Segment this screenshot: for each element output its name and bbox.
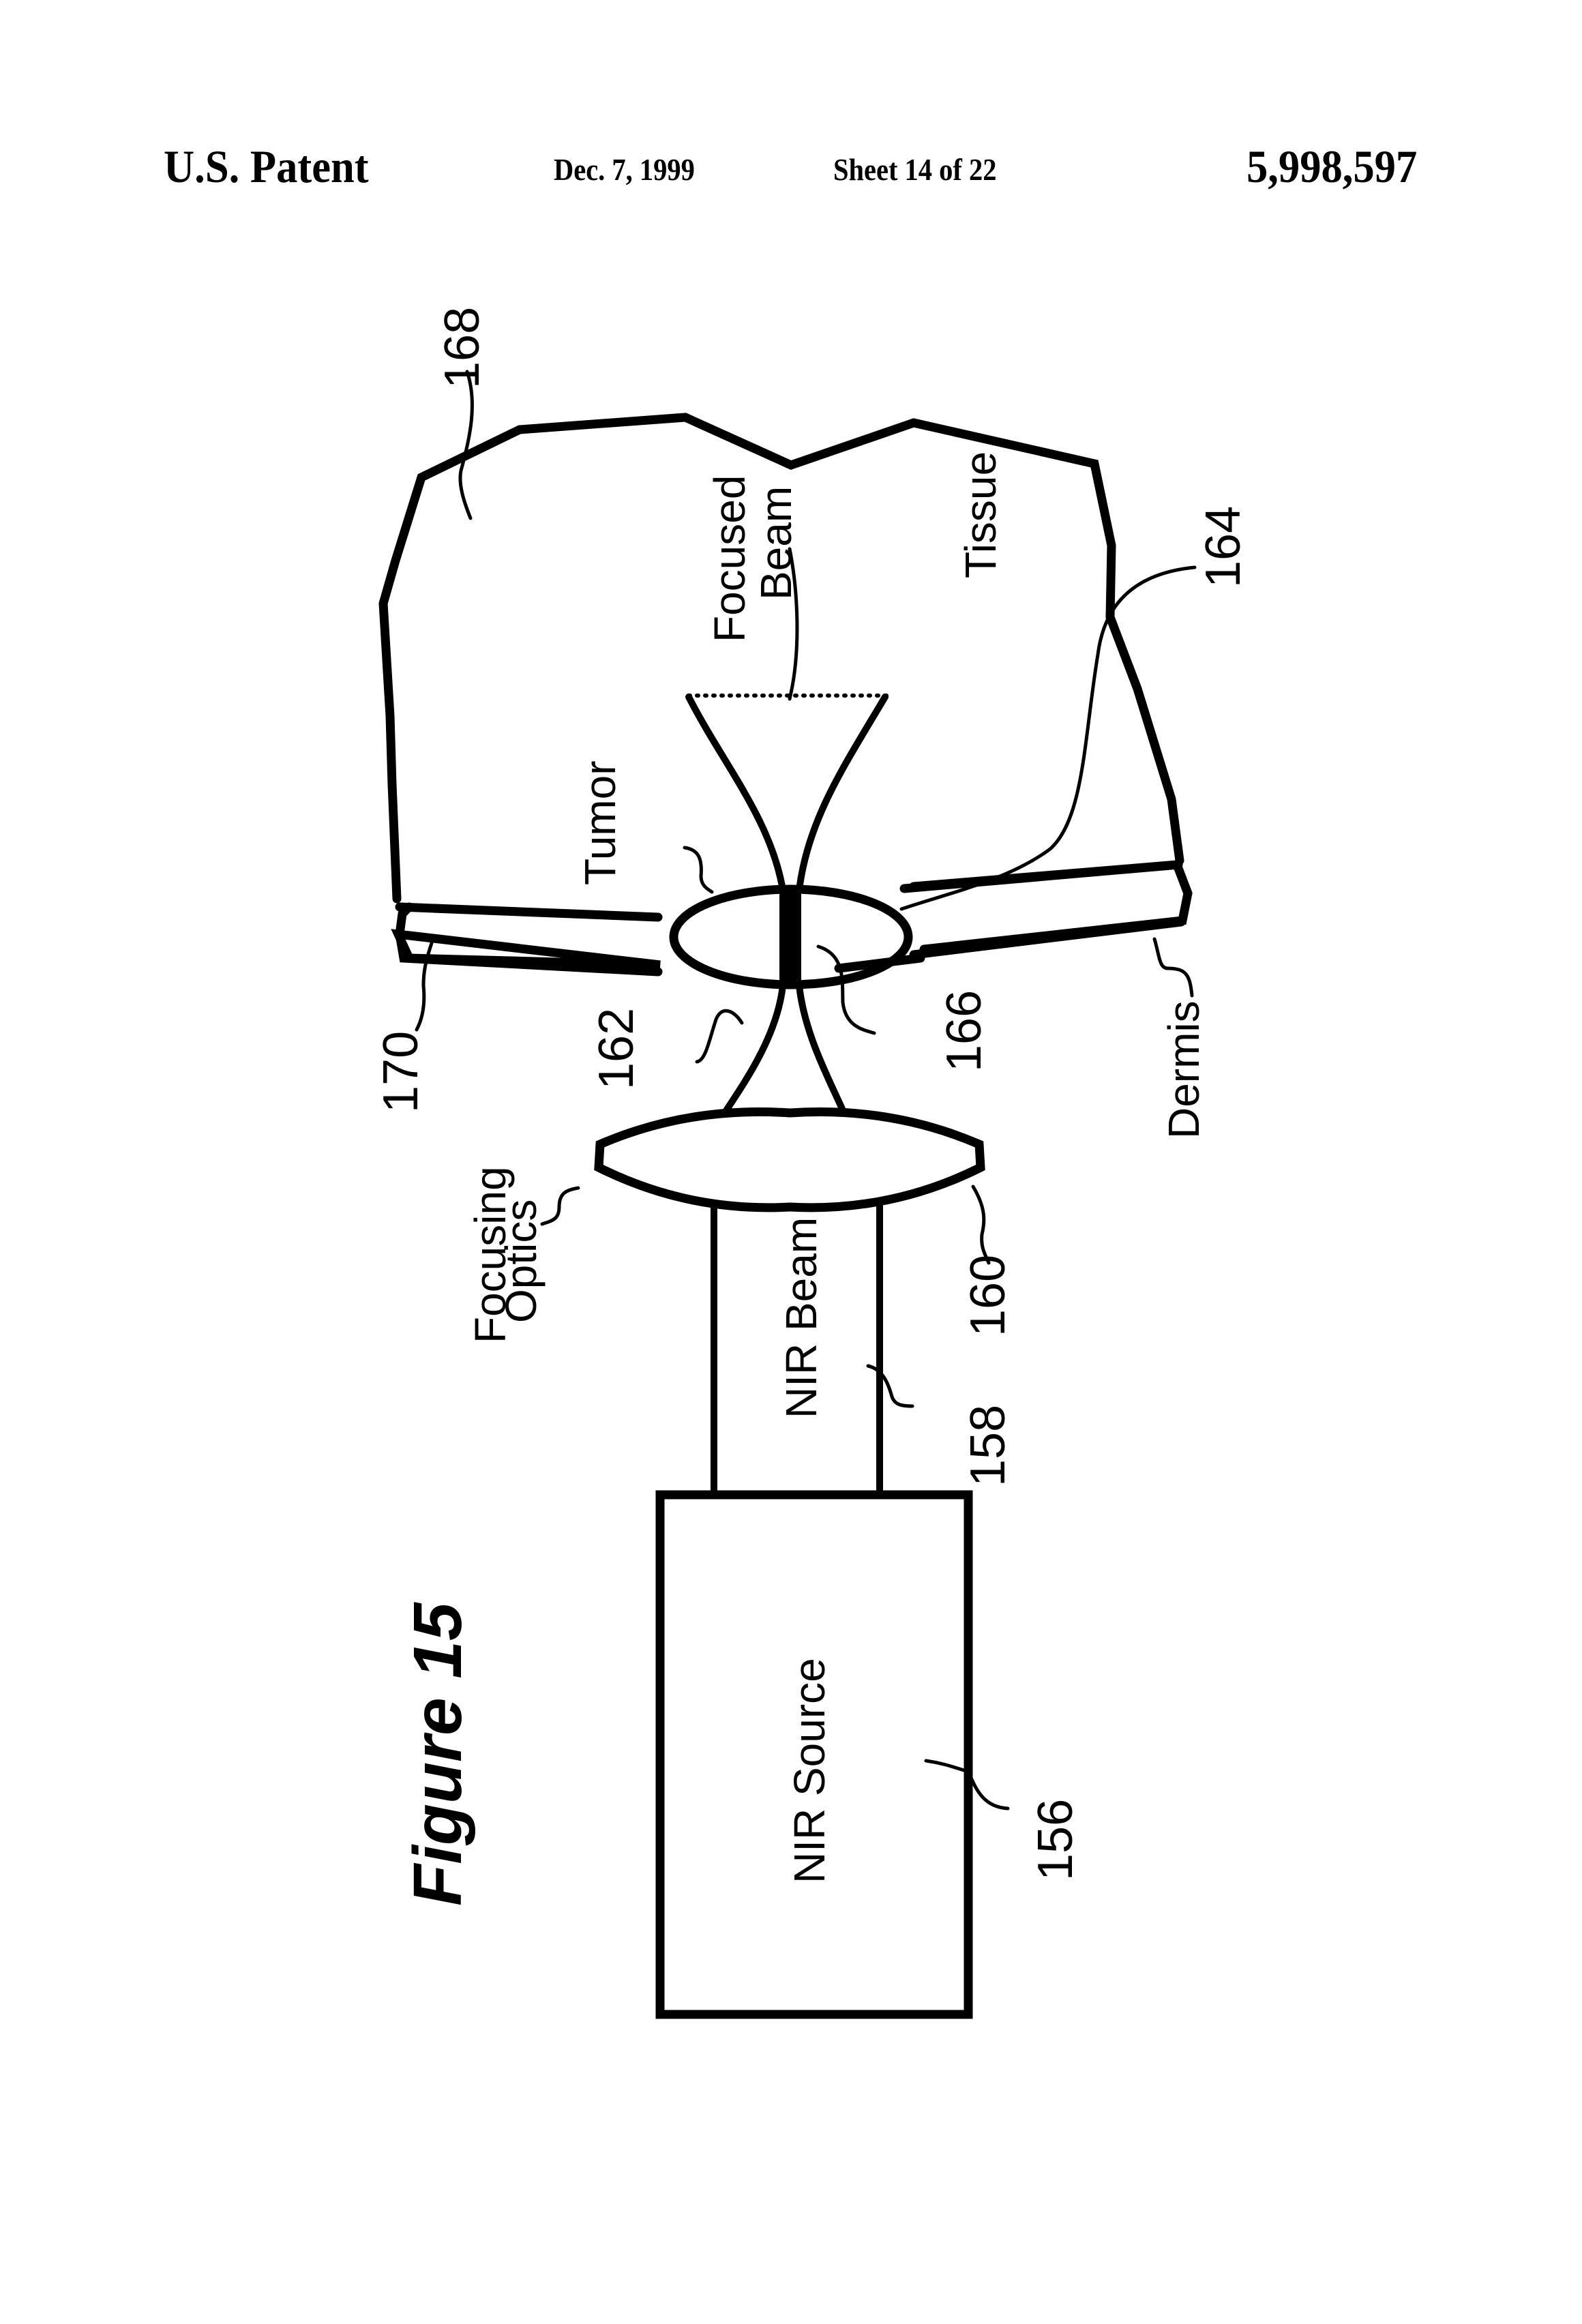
leader-162: [697, 1011, 742, 1062]
label-focusing-optics-line2: Optics: [496, 1200, 546, 1323]
ref-156: 156: [1028, 1799, 1083, 1881]
leader-168: [460, 372, 473, 518]
ref-168: 168: [435, 307, 490, 389]
leader-166: [818, 947, 874, 1033]
ref-158: 158: [961, 1405, 1015, 1487]
label-nir-source: NIR Source: [785, 1658, 834, 1883]
ref-164: 164: [1196, 506, 1251, 588]
leader-158: [868, 1366, 912, 1406]
label-dermis: Dermis: [1159, 1000, 1208, 1139]
ref-162: 162: [589, 1008, 644, 1090]
focused-beam-right-edge: [799, 697, 885, 890]
focal-region: [779, 889, 801, 985]
label-focused-beam-line1: Focused: [705, 475, 754, 642]
label-tumor: Tumor: [576, 760, 625, 885]
ref-166: 166: [937, 990, 991, 1072]
ref-170: 170: [374, 1031, 428, 1113]
converging-beam-right-edge: [799, 985, 844, 1114]
focusing-lens: [599, 1112, 981, 1207]
label-nir-beam: NIR Beam: [777, 1217, 826, 1418]
leader-focusing-optics: [542, 1188, 578, 1224]
focused-beam-left-edge: [689, 697, 783, 890]
ref-160: 160: [961, 1255, 1015, 1337]
leader-tumor: [685, 848, 712, 892]
figure-title: Figure 15: [400, 1602, 476, 1906]
leader-160: [973, 1187, 989, 1263]
leader-dermis: [1154, 939, 1192, 996]
dermis-band-right-edges: [904, 865, 1181, 955]
converging-beam-left-edge: [724, 985, 783, 1114]
label-tissue: Tissue: [956, 451, 1005, 578]
label-focused-beam-line2: Beam: [751, 486, 801, 600]
